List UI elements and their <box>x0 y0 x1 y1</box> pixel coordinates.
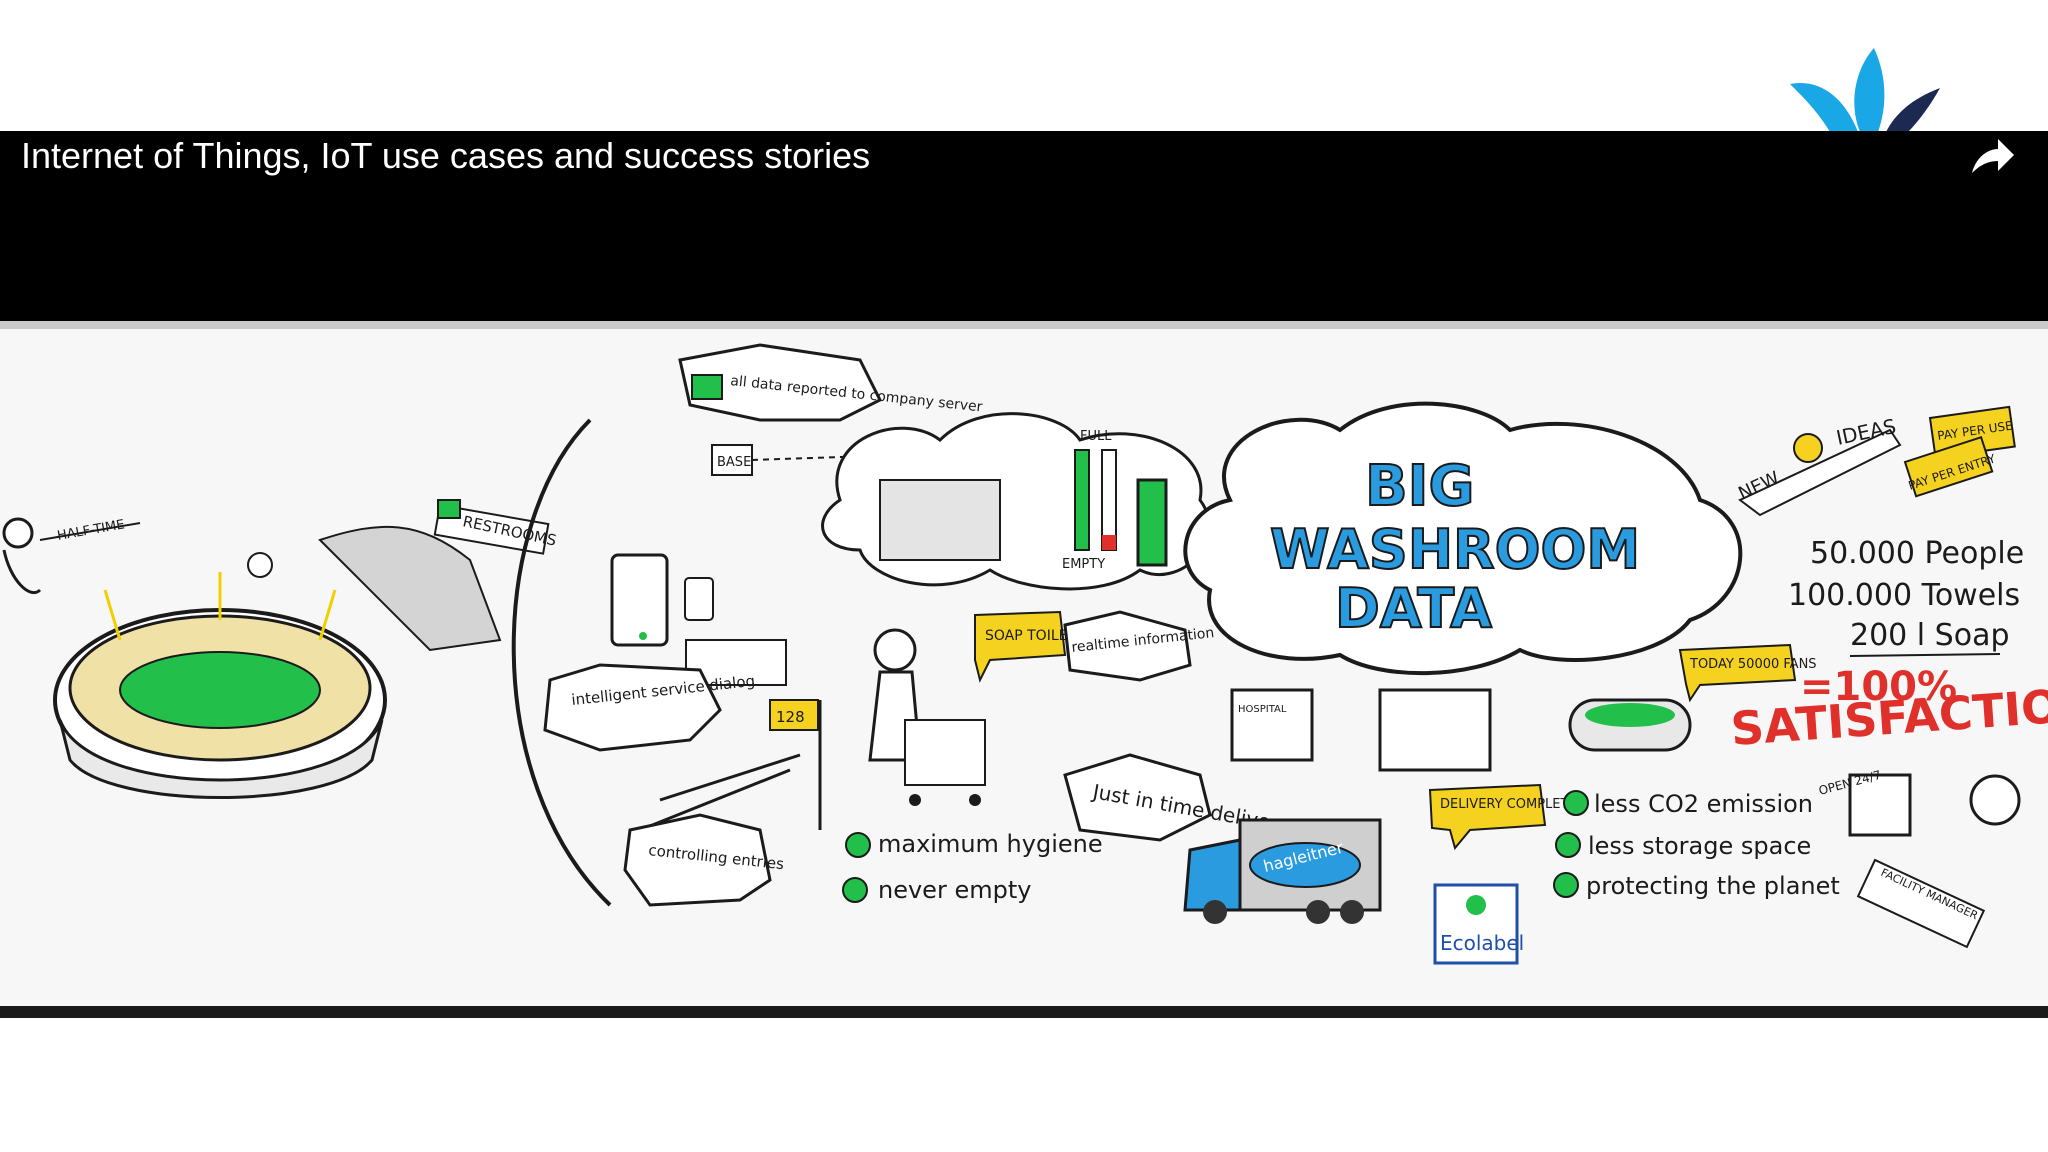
washroom-label: WASHROOM <box>1270 518 1640 581</box>
people-stat: 50.000 People <box>1810 536 2024 571</box>
empty-label: EMPTY <box>1062 557 1105 572</box>
base-label: BASE <box>717 455 751 470</box>
brand-logo <box>1790 48 1950 132</box>
intelligent-service-bubble: intelligent service dialog <box>543 663 756 752</box>
service-staff-figure <box>868 628 986 806</box>
facility-manager-figure: OPEN 24/7 FACILITY MANAGER <box>1817 768 2021 949</box>
big-label: BIG <box>1365 454 1474 519</box>
full-label: FULL <box>1080 429 1112 444</box>
video-frame[interactable]: HALF-TIME RESTROOMS all data reported to… <box>0 321 2048 1012</box>
turnstile: 128 <box>639 699 822 832</box>
pay-per-use-note: PAY PER USE <box>1928 405 2016 459</box>
entry-counter: 128 <box>776 708 805 726</box>
controlling-entries-bubble: controlling entries <box>623 813 785 907</box>
stadium-illustration <box>53 552 387 799</box>
half-time-label: HALF-TIME <box>56 517 126 544</box>
less-co2-label: less CO2 emission <box>1594 790 1813 818</box>
dispenser-devices <box>610 553 787 686</box>
protecting-planet-label: protecting the planet <box>1586 872 1840 900</box>
soap-stat: 200 l Soap <box>1850 618 2010 653</box>
realtime-bubble: realtime information <box>1063 610 1215 682</box>
never-empty-label: never empty <box>878 876 1031 904</box>
washroom-illustration: HALF-TIME RESTROOMS all data reported to… <box>2 343 2048 965</box>
benefits-right: less CO2 emission less storage space pro… <box>1553 790 1840 900</box>
delivery-truck: hagleitner <box>1183 818 1382 924</box>
crowd-figures: RESTROOMS <box>318 499 558 652</box>
today-fans-label: TODAY 50000 FANS <box>1689 657 1817 672</box>
buildings: HOSPITAL <box>1230 688 1692 772</box>
data-reported-bubble: all data reported to company server <box>678 343 983 422</box>
delivery-completed-note: DELIVERY COMPLETED <box>1428 783 1587 851</box>
ecolabel-label: Ecolabel <box>1440 931 1524 955</box>
ecolabel: Ecolabel <box>1433 883 1524 965</box>
share-icon[interactable] <box>1966 135 2018 179</box>
less-storage-label: less storage space <box>1588 832 1811 860</box>
supply-cloud: FULL EMPTY <box>821 412 1211 591</box>
benefits-left: maximum hygiene never empty <box>842 830 1103 904</box>
data-label: DATA <box>1335 577 1492 640</box>
video-title[interactable]: Internet of Things, IoT use cases and su… <box>21 135 871 176</box>
big-data-cloud: BIG WASHROOM DATA <box>1183 401 1743 676</box>
satisfaction-percent: =100% <box>1800 664 1957 710</box>
pay-per-entry-note: PAY PER ENTRY <box>1903 436 1998 498</box>
referee-figure: HALF-TIME <box>2 517 141 594</box>
frame-top-border <box>0 321 2048 329</box>
video-title-bar <box>0 131 2048 321</box>
maximum-hygiene-label: maximum hygiene <box>878 830 1103 858</box>
new-ideas-arrow: NEW IDEAS <box>1735 414 1902 517</box>
towels-stat: 100.000 Towels <box>1788 578 2020 613</box>
today-fans-note: TODAY 50000 FANS <box>1678 643 1817 703</box>
frame-bottom-border <box>0 1006 2048 1018</box>
delivery-completed-label: DELIVERY COMPLETED <box>1440 797 1587 812</box>
hospital-label: HOSPITAL <box>1238 704 1287 715</box>
